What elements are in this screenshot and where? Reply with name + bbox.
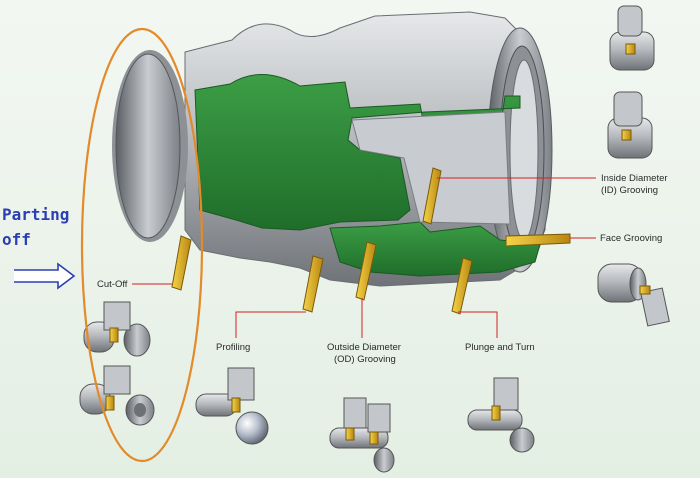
workpiece (112, 11, 553, 287)
label-id-grooving-line1: Inside Diameter (601, 173, 668, 184)
profiling-tool-illustration (195, 367, 269, 445)
label-cut-off: Cut-Off (97, 279, 128, 290)
plunge-turn-tool-illustration (467, 377, 535, 453)
leader-plunge-turn (458, 311, 498, 338)
cutoff-tool-illustration-2 (79, 365, 155, 426)
right-arrow-icon (14, 262, 76, 290)
bore-hole (509, 59, 539, 241)
leader-lines (132, 177, 596, 338)
parting-off-highlight-ellipse (80, 27, 204, 463)
annotation-parting: Parting (2, 205, 69, 224)
label-face-grooving: Face Grooving (600, 233, 662, 244)
cutoff-tool-illustration-1 (83, 301, 151, 357)
label-id-grooving-line2: (ID) Grooving (601, 185, 658, 196)
parted-disc-face (115, 53, 181, 239)
insert-plunge-turn (451, 257, 473, 315)
insert-profiling (302, 255, 324, 313)
id-grooving-tool-illustration-2 (607, 91, 653, 159)
label-plunge-turn: Plunge and Turn (465, 342, 535, 353)
insert-id-grooving (422, 167, 442, 225)
od-grooving-tool-illustration (329, 397, 395, 473)
insert-face-grooving (505, 233, 571, 247)
operation-labels: Cut-Off Profiling Outside Diameter (OD) … (97, 173, 668, 365)
label-profiling: Profiling (216, 342, 250, 353)
annotation-off: off (2, 230, 31, 249)
insert-od-grooving (355, 241, 377, 301)
inner-bore (351, 111, 511, 225)
face-grooving-tool-illustration (597, 263, 670, 327)
label-od-grooving-line1: Outside Diameter (327, 342, 401, 353)
insert-cutoff (171, 235, 192, 291)
cutting-inserts (171, 167, 571, 315)
leader-profiling (235, 311, 306, 338)
label-od-grooving-line2: (OD) Grooving (334, 354, 396, 365)
id-grooving-tool-illustration-1 (609, 5, 655, 71)
